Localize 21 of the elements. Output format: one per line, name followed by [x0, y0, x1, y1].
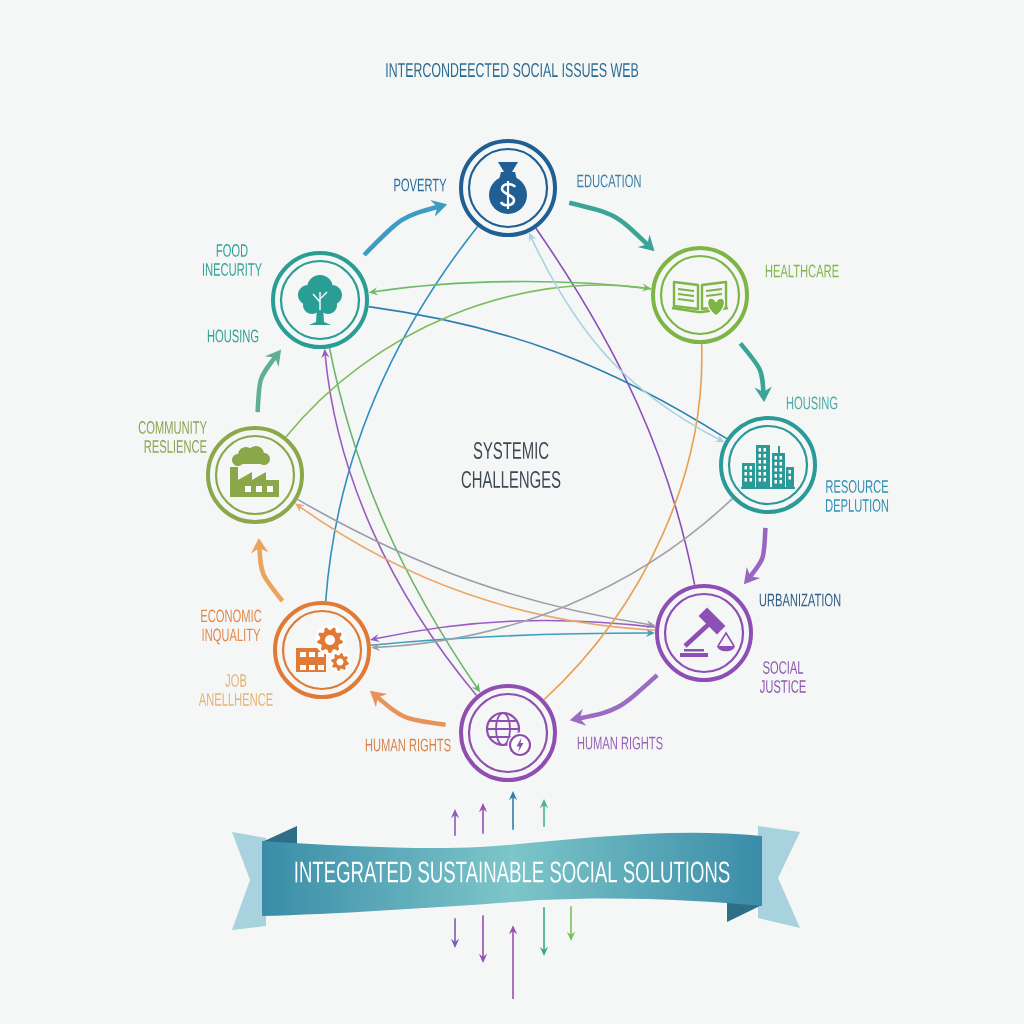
issue-label: ECONOMIC INQUALITY	[201, 609, 262, 645]
issue-label: COMMUNITY RESLIENCE	[138, 421, 207, 453]
issue-label: JOB ANELLHENCE	[198, 674, 273, 706]
issue-label: HUMAN RIGHTS	[577, 736, 663, 750]
issue-label: POVERTY	[394, 178, 447, 192]
center-label: SYSTEMIC CHALLENGES	[461, 442, 561, 488]
title: INTERCONDEECTED SOCIAL ISSUES WEB	[386, 62, 639, 78]
issue-label: FOOD INECURITY	[202, 244, 262, 276]
issue-label: HOUSING	[207, 329, 259, 343]
issue-label: HEALTHCARE	[765, 264, 839, 278]
connector-line	[535, 227, 696, 586]
connector-line	[543, 343, 703, 701]
connector-line	[324, 225, 479, 602]
issue-label: URBANIZATION	[759, 593, 841, 607]
connector-line	[367, 305, 728, 440]
ribbon-banner: INTEGRATED SUSTAINABLE SOCIAL SOLUTIONS	[232, 826, 800, 930]
issue-label: SOCIAL JUSTICE	[759, 661, 806, 693]
issue-label: EDUCATION	[577, 174, 641, 188]
issue-label: HOUSING	[786, 396, 838, 410]
issue-label: RESOURCE DEPLUTION	[826, 480, 889, 512]
issue-label: HUMAN RIGHTS	[365, 738, 451, 752]
